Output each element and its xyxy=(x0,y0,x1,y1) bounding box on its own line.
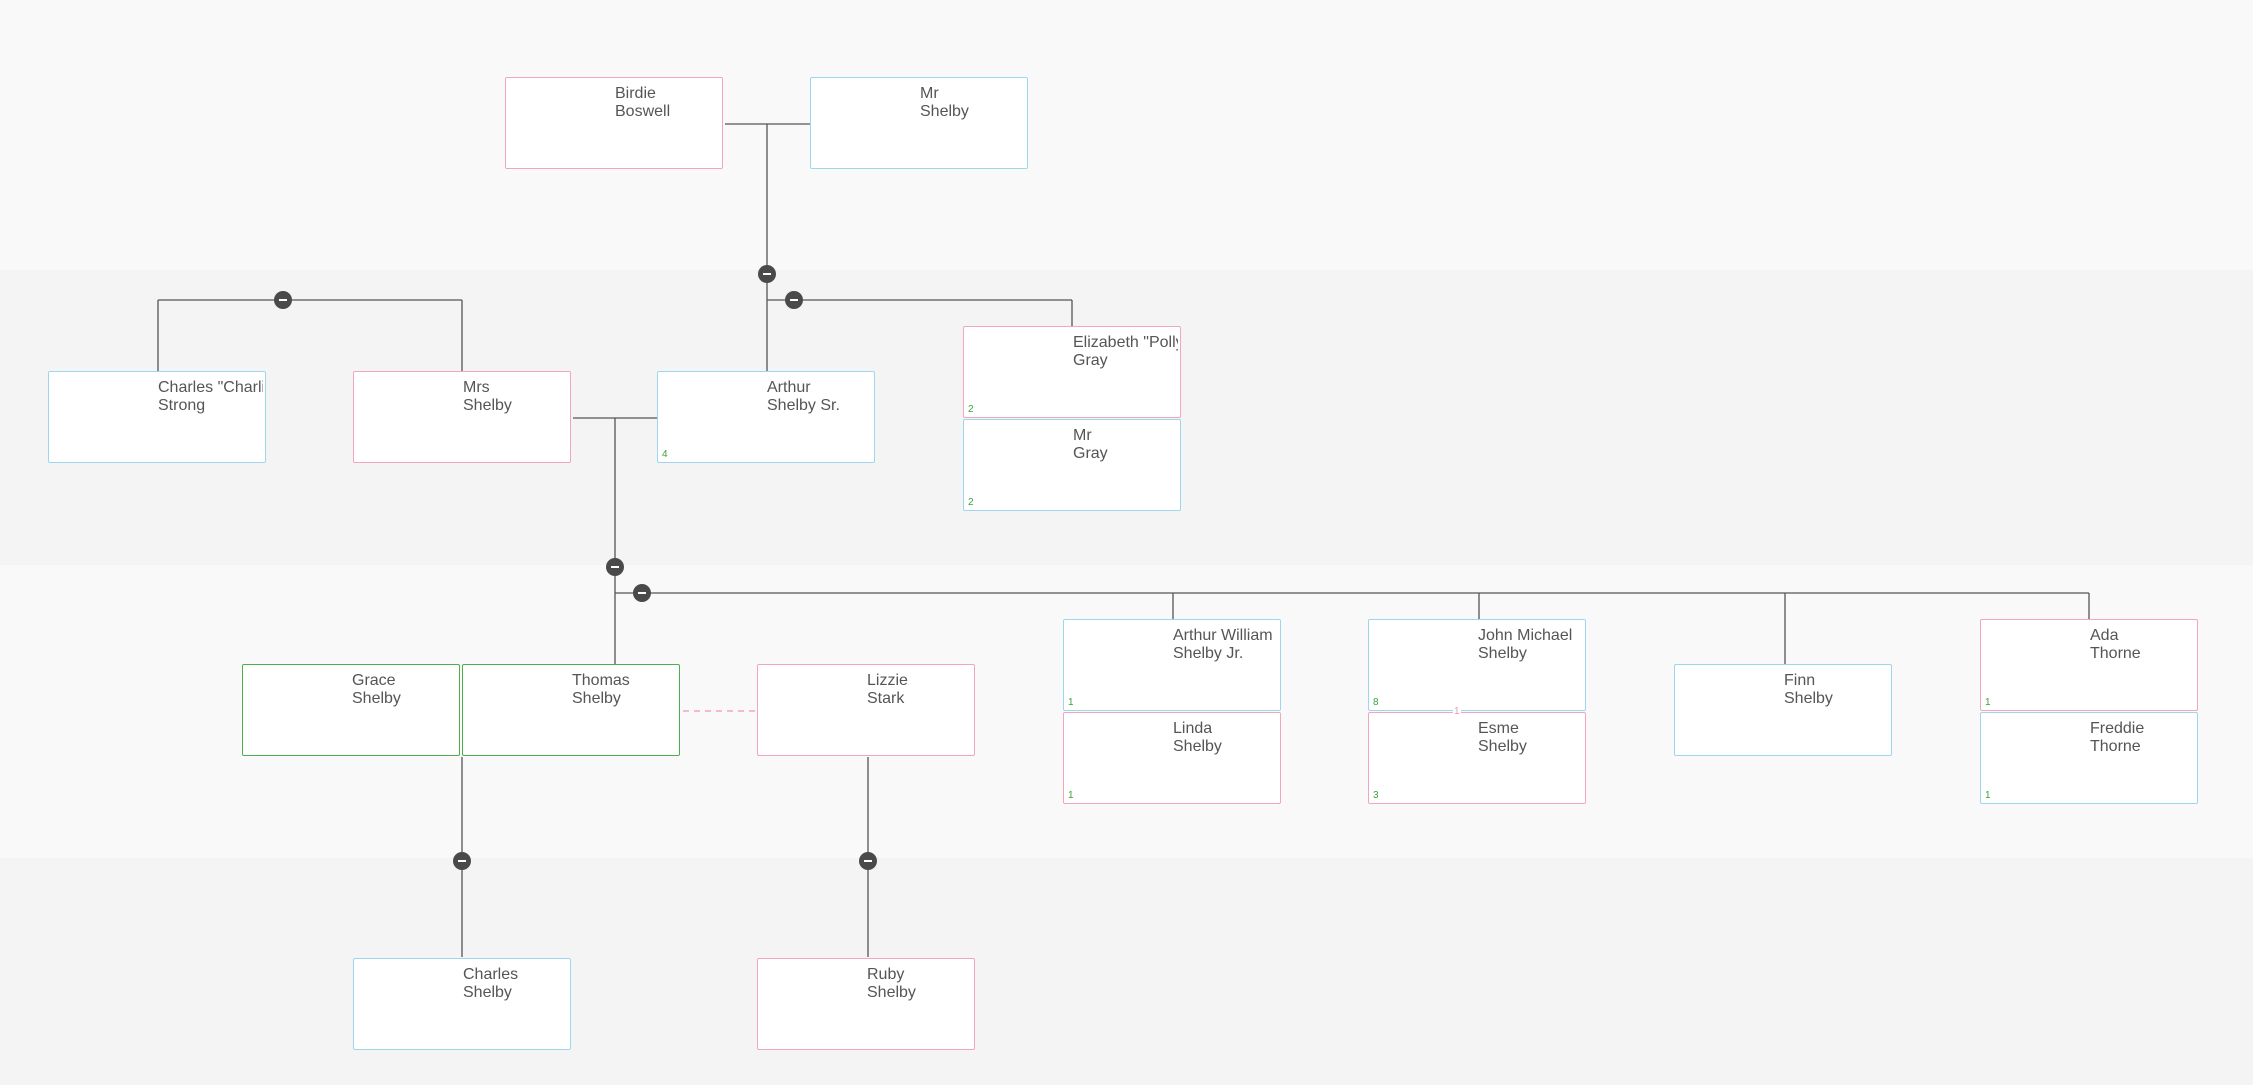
person-card-thomas-shelby[interactable]: Thomas Shelby xyxy=(462,664,680,756)
person-card-ruby-shelby[interactable]: Ruby Shelby xyxy=(757,958,975,1050)
person-name: Ada Thorne xyxy=(2090,627,2141,662)
marriage-count-badge: 1 xyxy=(1453,706,1461,717)
person-card-ada-thorne[interactable]: Ada Thorne 1 xyxy=(1980,619,2198,711)
person-card-freddie-thorne[interactable]: Freddie Thorne 1 xyxy=(1980,712,2198,804)
person-card-charles-strong[interactable]: Charles "Charlie Strong xyxy=(48,371,266,463)
person-card-mr-shelby[interactable]: Mr Shelby xyxy=(810,77,1028,169)
children-count-badge: 2 xyxy=(967,404,975,415)
person-card-mrs-shelby[interactable]: Mrs Shelby xyxy=(353,371,571,463)
children-count-badge: 1 xyxy=(1067,697,1075,708)
person-name: Arthur William Shelby Jr. xyxy=(1173,627,1273,662)
person-name: Arthur Shelby Sr. xyxy=(767,379,840,414)
children-count-badge: 4 xyxy=(661,449,669,460)
children-count-badge: 1 xyxy=(1984,697,1992,708)
person-card-lizzie-stark[interactable]: Lizzie Stark xyxy=(757,664,975,756)
person-name: Thomas Shelby xyxy=(572,672,630,707)
person-name: Lizzie Stark xyxy=(867,672,908,707)
children-count-badge: 2 xyxy=(967,497,975,508)
collapse-toggle-minus-icon[interactable] xyxy=(274,291,292,309)
collapse-toggle-minus-icon[interactable] xyxy=(785,291,803,309)
person-card-john-michael-shelby[interactable]: John Michael Shelby 8 xyxy=(1368,619,1586,711)
person-card-finn-shelby[interactable]: Finn Shelby xyxy=(1674,664,1892,756)
person-card-linda-shelby[interactable]: Linda Shelby 1 xyxy=(1063,712,1281,804)
person-name: Birdie Boswell xyxy=(615,85,671,120)
collapse-toggle-minus-icon[interactable] xyxy=(859,852,877,870)
person-card-mr-gray[interactable]: Mr Gray 2 xyxy=(963,419,1181,511)
children-count-badge: 3 xyxy=(1372,790,1380,801)
person-name: Charles Shelby xyxy=(463,966,519,1001)
person-card-esme-shelby[interactable]: Esme Shelby 3 1 xyxy=(1368,706,1586,804)
children-count-badge: 1 xyxy=(1984,790,1992,801)
person-name: John Michael Shelby xyxy=(1478,627,1573,662)
person-card-grace-shelby[interactable]: Grace Shelby xyxy=(242,664,460,756)
children-count-badge: 1 xyxy=(1067,790,1075,801)
person-name: Mr Gray xyxy=(1073,427,1108,462)
person-name: Elizabeth "Polly Gray xyxy=(1073,334,1178,369)
person-name: Ruby Shelby xyxy=(867,966,916,1001)
generation-band-1 xyxy=(0,0,2253,270)
collapse-toggle-minus-icon[interactable] xyxy=(606,558,624,576)
person-card-polly-gray[interactable]: Elizabeth "Polly Gray 2 xyxy=(963,326,1181,418)
person-name: Mrs Shelby xyxy=(463,379,512,414)
person-card-arthur-william-shelby-jr[interactable]: Arthur William Shelby Jr. 1 xyxy=(1063,619,1281,711)
collapse-toggle-minus-icon[interactable] xyxy=(758,265,776,283)
person-name: Mr Shelby xyxy=(920,85,969,120)
person-card-birdie-boswell[interactable]: Birdie Boswell xyxy=(505,77,723,169)
person-card-arthur-shelby-sr[interactable]: Arthur Shelby Sr. 4 xyxy=(657,371,875,463)
person-name: Freddie Thorne xyxy=(2090,720,2145,755)
collapse-toggle-minus-icon[interactable] xyxy=(453,852,471,870)
person-card-charles-shelby[interactable]: Charles Shelby xyxy=(353,958,571,1050)
person-name: Finn Shelby xyxy=(1784,672,1833,707)
person-name: Linda Shelby xyxy=(1173,720,1222,755)
person-name: Charles "Charlie Strong xyxy=(158,379,263,414)
collapse-toggle-minus-icon[interactable] xyxy=(633,584,651,602)
children-count-badge: 8 xyxy=(1372,697,1380,708)
person-name: Grace Shelby xyxy=(352,672,401,707)
person-name: Esme Shelby xyxy=(1478,720,1527,755)
